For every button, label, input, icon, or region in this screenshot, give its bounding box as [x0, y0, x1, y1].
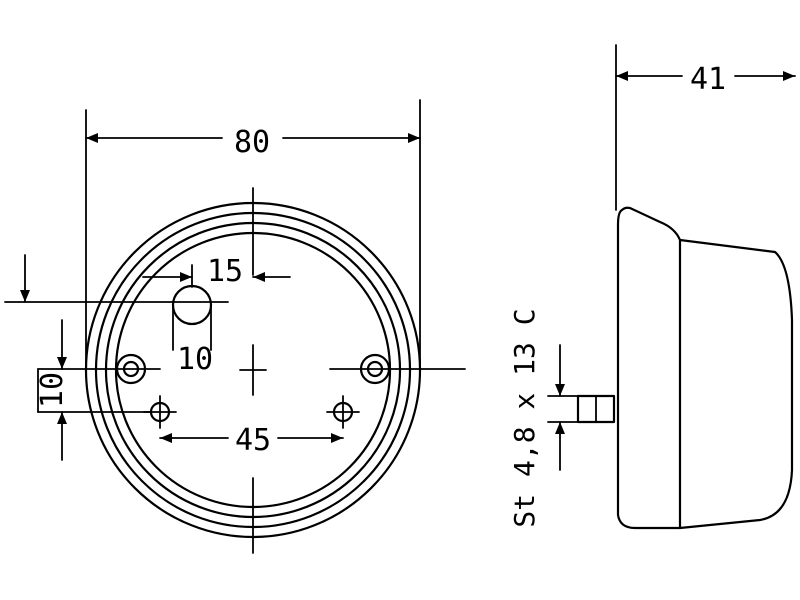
side-view: 41 St 4,8 x 13 C [508, 44, 796, 530]
offset-arrow-right [253, 272, 265, 282]
dim-15-label: 15 [207, 254, 243, 289]
dim-80-arrow-right [408, 133, 420, 143]
dim-41-label: 41 [690, 62, 726, 97]
dim-10-upper-arrow [57, 357, 67, 369]
dim-80-arrow-left [86, 133, 98, 143]
dim-45-arrow-left [160, 433, 172, 443]
dim-10-vertical-label: 10 [35, 372, 70, 408]
dim-41-arrow-right [783, 71, 795, 81]
dim-10-lower-arrow [57, 412, 67, 424]
dim-45-label: 45 [235, 423, 271, 458]
offset-arrow-left [180, 272, 192, 282]
dim-41-arrow-left [616, 71, 628, 81]
lens-body [678, 238, 794, 530]
dim-10-hole-label: 10 [177, 342, 213, 377]
screw-spec-label: St 4,8 x 13 C [508, 308, 541, 527]
housing-front [616, 206, 682, 530]
front-view: 80 15 10 45 10 [4, 99, 466, 554]
dim-80-label: 80 [234, 125, 270, 160]
dim-45-arrow-right [331, 433, 343, 443]
cable-hole [171, 284, 213, 326]
screw-dim-upper-arrow [555, 384, 565, 396]
screw-dim-lower-arrow [555, 422, 565, 434]
vertical-offset-top-arrow [20, 290, 30, 302]
